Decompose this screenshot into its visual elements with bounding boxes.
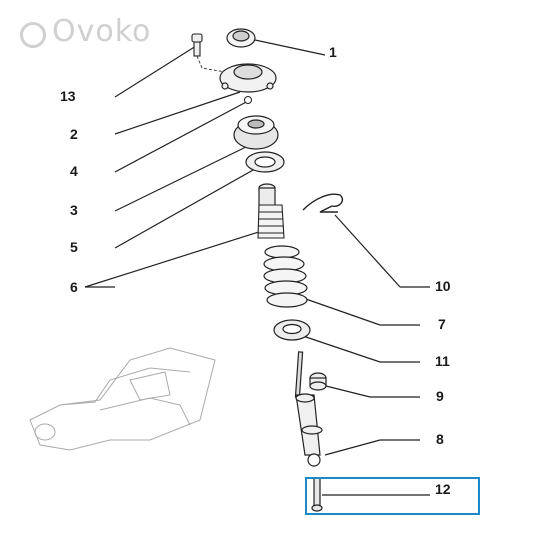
callout-9[interactable]: 9 <box>436 388 444 404</box>
part-10-clip <box>302 193 344 213</box>
callout-6[interactable]: 6 <box>70 279 78 295</box>
part-6-boot <box>257 204 285 239</box>
leader-10 <box>334 214 401 288</box>
leader-4 <box>114 99 251 173</box>
callout-1[interactable]: 1 <box>329 44 337 60</box>
part-11-seat <box>273 319 311 341</box>
part-4-bearing <box>233 115 279 150</box>
callout-2[interactable]: 2 <box>70 126 78 142</box>
highlight-box-part-12 <box>305 477 480 515</box>
leader-13 <box>114 45 197 98</box>
part-1-cap <box>226 28 256 48</box>
leader-9 <box>321 384 371 398</box>
ovoko-logo-icon <box>20 22 46 48</box>
callout-11[interactable]: 11 <box>435 353 450 369</box>
leader-8 <box>324 439 381 456</box>
leader-6 <box>84 229 266 288</box>
leader-11 <box>299 334 381 363</box>
callout-8[interactable]: 8 <box>436 431 444 447</box>
callout-7[interactable]: 7 <box>438 316 446 332</box>
callout-10[interactable]: 10 <box>435 278 451 294</box>
callout-5[interactable]: 5 <box>70 239 78 255</box>
leader-7 <box>302 297 381 326</box>
part-12-bolt <box>311 477 323 512</box>
axle-beam <box>29 347 216 451</box>
part-8-shock <box>294 351 323 467</box>
part-9-bushing <box>309 372 327 391</box>
dashed-guide <box>196 55 226 73</box>
part-3-ring <box>245 151 285 173</box>
callout-4[interactable]: 4 <box>70 163 78 179</box>
part-nut <box>244 96 252 104</box>
watermark-text: Ovoko <box>52 14 152 49</box>
part-13-bolt <box>191 33 203 57</box>
leader-1 <box>254 39 326 56</box>
part-2-mount <box>219 63 277 93</box>
callout-12[interactable]: 12 <box>435 481 451 497</box>
callout-3[interactable]: 3 <box>70 202 78 218</box>
leader-5 <box>114 164 263 249</box>
leader-3 <box>114 144 251 212</box>
leader-2 <box>114 91 241 135</box>
callout-13[interactable]: 13 <box>60 88 76 104</box>
part-7-spring <box>263 245 308 308</box>
